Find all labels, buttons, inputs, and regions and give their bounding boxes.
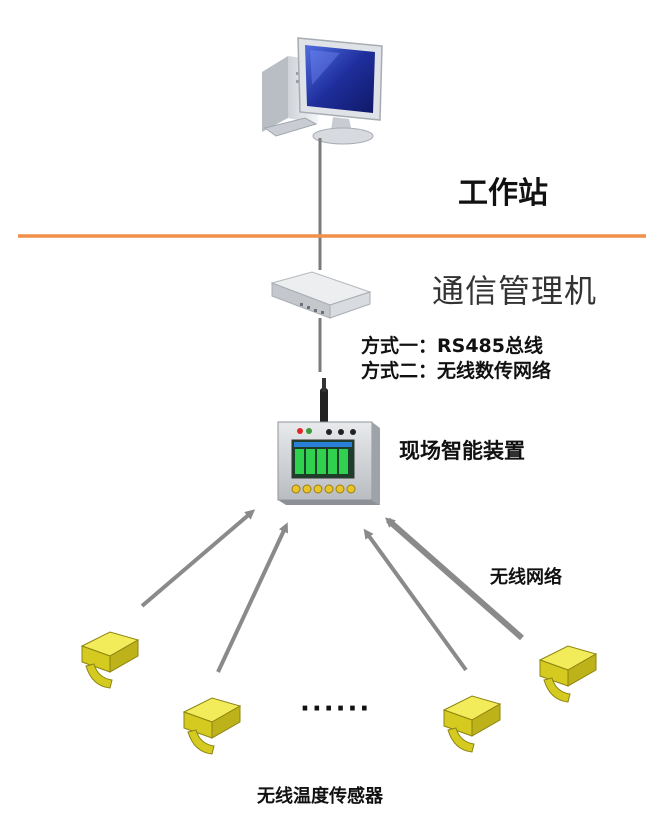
- arrow-sensor-4: [384, 517, 524, 641]
- field-device-icon: [277, 378, 380, 505]
- computer-monitor-icon: [262, 37, 383, 145]
- wireless-sensor-icon: [182, 697, 242, 755]
- arrow-sensor-3: [363, 528, 468, 672]
- communication-manager-icon: [270, 271, 372, 319]
- wireless-sensor-icon: [442, 695, 502, 753]
- ellipsis-label: ······: [300, 694, 372, 724]
- field-device-label: 现场智能装置: [399, 439, 525, 463]
- wireless-network-label: 无线网络: [490, 567, 562, 588]
- sensors-label: 无线温度传感器: [257, 786, 383, 807]
- mode-2-label: 方式二：无线数传网络: [361, 360, 552, 382]
- comm-manager-label: 通信管理机: [432, 272, 598, 310]
- wireless-arrows: [140, 509, 524, 673]
- arrow-sensor-1: [140, 509, 256, 608]
- wireless-sensor-icon: [538, 645, 598, 703]
- arrow-sensor-2: [216, 522, 288, 673]
- wireless-sensor-icon: [80, 631, 140, 689]
- workstation-label: 工作站: [458, 176, 548, 211]
- mode-1-label: 方式一：RS485总线: [361, 335, 543, 357]
